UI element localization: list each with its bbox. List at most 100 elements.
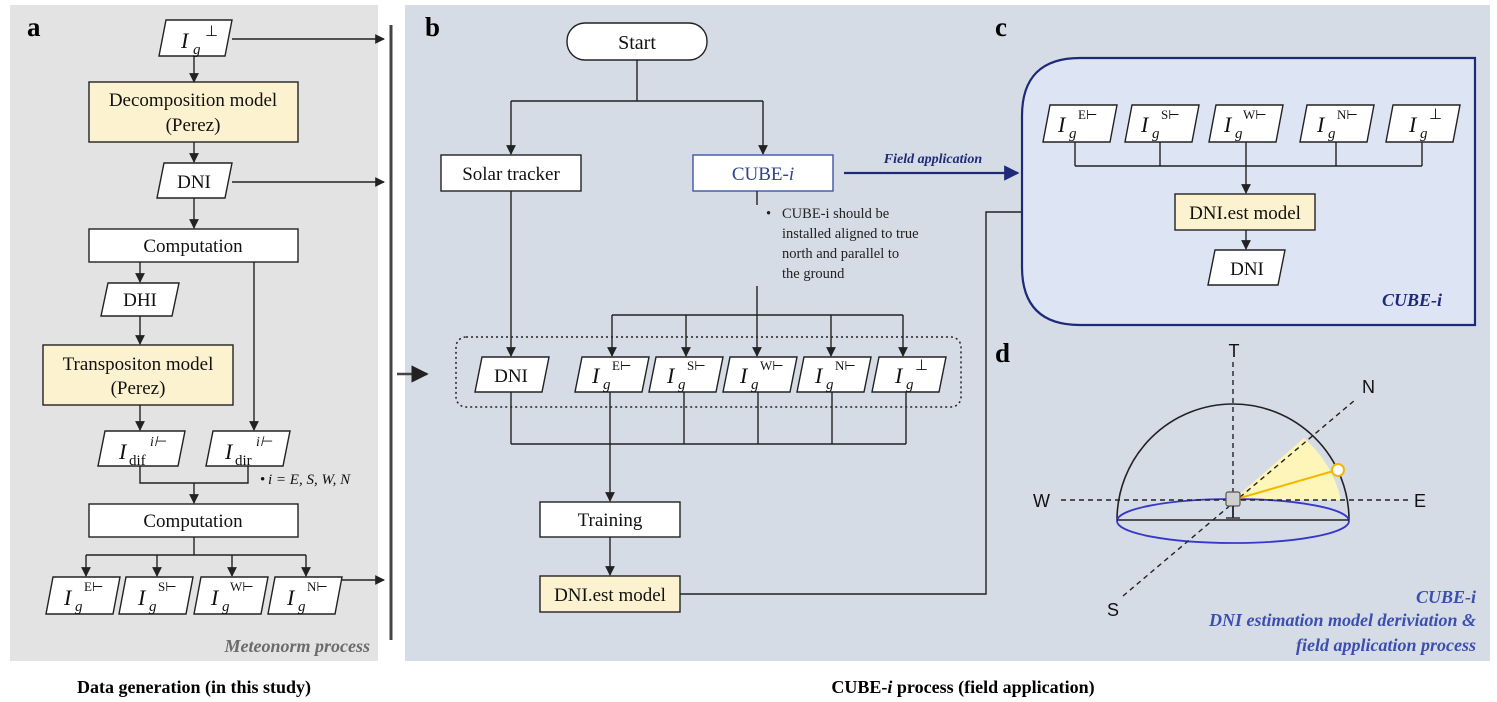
- sun-icon: [1331, 463, 1345, 477]
- c-ig-n-label: I g N⊢: [1316, 107, 1358, 142]
- svg-text:I: I: [210, 585, 220, 610]
- cube-note-line-2: installed aligned to true: [782, 226, 919, 242]
- b-dni-est-model-label: DNI.est model: [554, 585, 666, 606]
- idif-symbol: I: [118, 439, 128, 464]
- c-ig-perp-shape: [1385, 104, 1461, 143]
- svg-text:⊥: ⊥: [1429, 107, 1442, 123]
- svg-text:I: I: [137, 585, 147, 610]
- compass-s: S: [1107, 600, 1119, 620]
- b-ig-e-shape: [574, 356, 650, 393]
- panel-c-flowchart: [1042, 104, 1461, 286]
- svg-text:E⊢: E⊢: [84, 579, 103, 594]
- svg-text:W⊢: W⊢: [230, 579, 254, 594]
- svg-text:g: g: [1235, 126, 1243, 142]
- output-ig-e-label: I g E⊢: [63, 579, 103, 615]
- svg-text:S⊢: S⊢: [687, 358, 706, 373]
- decomposition-model-sublabel: (Perez): [166, 115, 221, 136]
- svg-text:I: I: [1057, 112, 1067, 137]
- dhi-io-shape: [100, 282, 180, 317]
- svg-text:I: I: [286, 585, 296, 610]
- b-dni-label: DNI: [494, 366, 528, 387]
- panel-letter-d: d: [995, 338, 1010, 368]
- sun-ray: [1232, 469, 1338, 501]
- i-index-note: i = E, S, W, N: [268, 472, 351, 488]
- compass-e: E: [1414, 491, 1426, 511]
- dhi-label: DHI: [123, 290, 157, 311]
- compass-n: N: [1362, 377, 1375, 397]
- svg-text:N⊢: N⊢: [307, 579, 328, 594]
- svg-text:g: g: [751, 377, 759, 393]
- transposition-model-label: Transpositon model: [63, 354, 214, 375]
- idif-sub: dif: [129, 453, 146, 469]
- computation-box-2: [88, 503, 299, 538]
- panel-letter-a: a: [27, 12, 41, 42]
- b-ig-w-shape: [722, 356, 798, 393]
- c-dni-est-model-box: [1174, 193, 1316, 231]
- idir-sup: i⊢: [256, 435, 273, 450]
- ig-perp-sup: ⊥: [205, 24, 218, 40]
- idir-symbol: I: [224, 439, 234, 464]
- computation-label-2: Computation: [143, 511, 243, 532]
- cube-note-line-1: CUBE-i should be: [782, 206, 889, 222]
- cube-i-sensor-icon: [1225, 491, 1241, 507]
- panel-d-labels: T N W E S CUBE-i DNI estimation model de…: [1033, 341, 1476, 655]
- ig-perp-sub: g: [193, 42, 201, 58]
- svg-text:I: I: [814, 363, 824, 388]
- svg-text:I: I: [1140, 112, 1150, 137]
- panel-a-flowchart: [42, 19, 385, 615]
- cube-note-line-3: north and parallel to: [782, 246, 899, 262]
- svg-text:g: g: [298, 599, 306, 615]
- idif-io-shape: [97, 430, 186, 467]
- c-ig-e-shape: [1042, 104, 1118, 143]
- caption-cube-process: CUBE-i process (field application): [831, 677, 1094, 698]
- c-ig-e-label: I g E⊢: [1057, 107, 1097, 142]
- solar-tracker-box: [440, 154, 582, 192]
- svg-text:g: g: [149, 599, 157, 615]
- panel-letter-c: c: [995, 12, 1007, 42]
- decomposition-model-box: [88, 81, 299, 143]
- svg-text:g: g: [1152, 126, 1160, 142]
- svg-text:I: I: [739, 363, 749, 388]
- b-ig-s-label: I g S⊢: [666, 358, 706, 393]
- svg-text:I: I: [1223, 112, 1233, 137]
- svg-text:g: g: [1069, 126, 1077, 142]
- training-box: [539, 501, 681, 538]
- c-dni-label: DNI: [1230, 259, 1264, 280]
- idir-io-shape: [205, 430, 291, 467]
- b-ig-perp-label: I g ⊥: [894, 358, 928, 393]
- panel-c-labels: I g E⊢ I g S⊢ I g W⊢ I g N⊢ I g ⊥ DNI.es…: [1057, 107, 1442, 310]
- b-ig-w-label: I g W⊢: [739, 358, 784, 393]
- output-ig-n-shape: [267, 576, 343, 615]
- c-dni-est-model-label: DNI.est model: [1189, 203, 1301, 224]
- svg-text:g: g: [678, 377, 686, 393]
- idir-sub: dir: [235, 453, 252, 469]
- cube-note-line-4: the ground: [782, 266, 845, 282]
- output-ig-n-label: I g N⊢: [286, 579, 328, 615]
- svg-text:g: g: [603, 377, 611, 393]
- c-ig-n-shape: [1299, 104, 1375, 143]
- output-ig-s-label: I g S⊢: [137, 579, 177, 615]
- svg-text:g: g: [1420, 126, 1428, 142]
- axis-ns: [1122, 399, 1356, 597]
- svg-text:E⊢: E⊢: [1078, 107, 1097, 122]
- b-ig-n-shape: [796, 356, 872, 393]
- sun-wedge: [1233, 438, 1341, 500]
- svg-text:g: g: [222, 599, 230, 615]
- svg-text:W⊢: W⊢: [1243, 107, 1267, 122]
- b-ig-perp-shape: [871, 356, 947, 393]
- svg-text:I: I: [894, 363, 904, 388]
- svg-text:I: I: [1408, 112, 1418, 137]
- decomposition-model-label: Decomposition model: [109, 90, 277, 111]
- ig-perp-symbol: I: [180, 28, 190, 53]
- output-ig-e-shape: [45, 576, 121, 615]
- svg-text:I: I: [591, 363, 601, 388]
- compass-t: T: [1229, 341, 1240, 361]
- svg-text:I: I: [1316, 112, 1326, 137]
- cube-i-box: [692, 154, 834, 192]
- svg-text:N⊢: N⊢: [835, 358, 856, 373]
- b-ig-s-shape: [648, 356, 724, 393]
- svg-text:S⊢: S⊢: [1161, 107, 1180, 122]
- panel-d-sky-dome: [1061, 362, 1410, 597]
- c-ig-s-shape: [1124, 104, 1200, 143]
- svg-text:E⊢: E⊢: [612, 358, 631, 373]
